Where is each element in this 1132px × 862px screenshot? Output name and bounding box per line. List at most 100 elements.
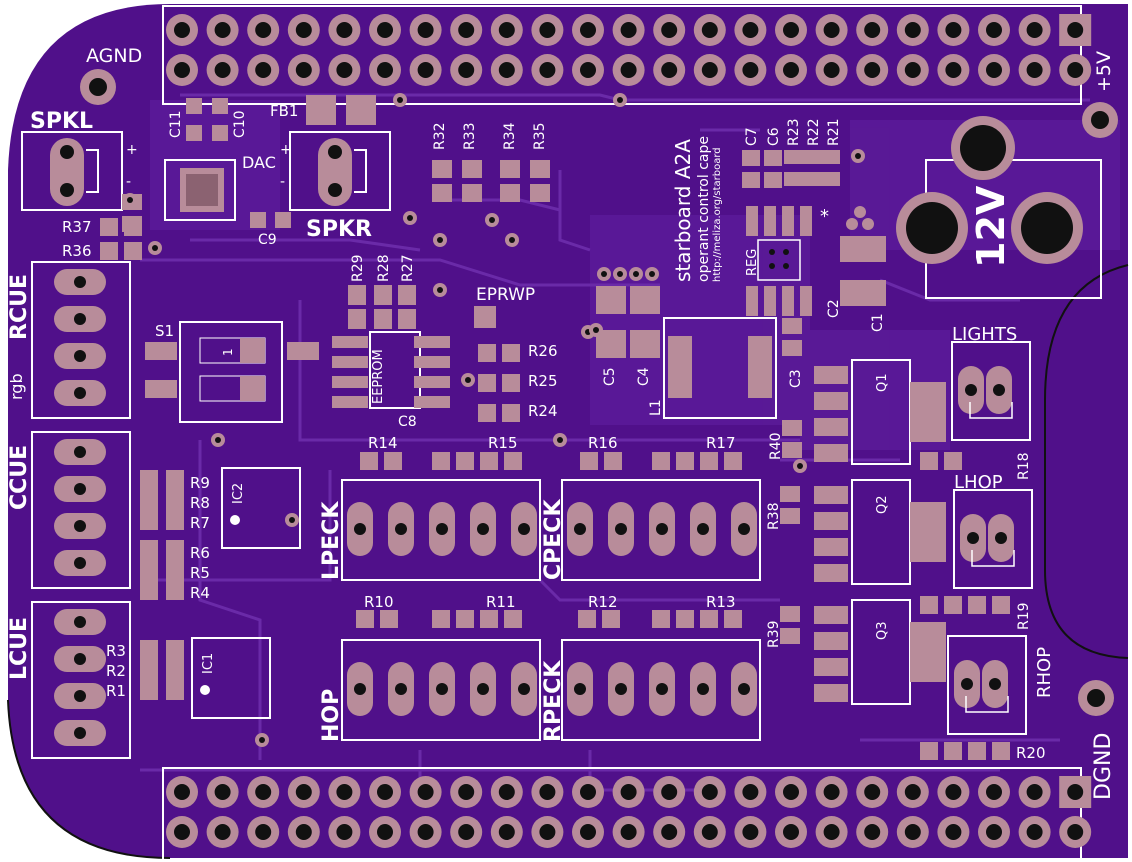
r21-label: R21 [826,118,842,146]
c9-label: C9 [258,232,277,248]
cue-pin-hole [74,446,86,458]
resistor-pad [348,285,366,305]
cpeck-label: CPECK [541,499,566,580]
resistor-pad [504,610,522,628]
r38-label: R38 [766,502,782,530]
header-pin-hole [336,22,353,38]
s1-switch-number: 1 [221,348,235,356]
resistor-pad [480,610,498,628]
resistor-pad [580,452,598,470]
v12-label: 12V [969,185,1013,268]
output-pin-hole [989,678,1001,690]
inductor-l1 [663,317,777,419]
header-pin-hole [539,62,556,78]
r26-label: R26 [528,342,558,360]
resistor-pad [578,610,596,628]
resistor-pad [968,742,986,760]
via-hole [617,97,623,103]
resistor-array-pad [166,640,184,700]
resistor-pad [478,344,496,362]
dgnd-label: DGND [1091,733,1116,800]
board-url: http://meliza.org/starboard [712,147,723,282]
eeprom-chip [332,331,450,409]
header-bottom-outline [162,767,1082,862]
header-pin-hole [580,824,596,840]
rgb-label: rgb [7,373,26,400]
peck-pin-hole [354,523,366,535]
header-pin-hole [377,824,393,840]
header-pin-hole [986,784,1002,800]
header-pin-hole [945,824,962,840]
header-pin-hole [823,784,840,800]
header-pin-hole [174,824,190,840]
resistor-pad [780,486,800,502]
resistor-pad [432,160,452,178]
resistor-pad [782,442,802,458]
cue-connector-outline [31,261,131,419]
peck-pin-hole [477,523,489,535]
output-connector-key [971,550,1015,567]
resistor-pad [374,309,392,329]
resistor-pad [360,452,378,470]
header-pin-hole [1067,824,1084,840]
resistor-pad [502,374,520,392]
c10-label: C10 [232,110,248,138]
resistor-pad [782,318,802,334]
silkscreen-text: AGND +5V DGND 12V SPKL SPKR + - + - RCUE… [7,45,1116,800]
resistor-pad [356,610,374,628]
r18-label: R18 [1016,452,1032,480]
header-pin-hole [458,824,475,840]
header-pin-hole [783,22,799,38]
resistor-pad [944,596,962,614]
resistor-pad [502,404,520,422]
c3-label: C3 [788,369,804,388]
c1-label: C1 [870,313,886,332]
via-hole [127,197,133,203]
board-title: starboard A2A [671,139,695,282]
mosfet-pad [814,632,848,650]
resistor-pad [968,596,986,614]
eprwp-pad [474,306,496,328]
r12-label: R12 [588,593,618,611]
mosfet-pad [814,684,848,702]
peck-pin-hole [615,683,627,695]
header-pin-hole [661,824,678,840]
mosfets [814,359,946,705]
rhop-label: RHOP [1034,647,1055,698]
cue-pin-hole [74,653,86,665]
header-pin-hole [458,62,475,78]
q2-label: Q2 [875,495,890,514]
mosfet-pad [814,486,848,504]
spkl-plus: + [126,142,138,158]
header-pin-hole [945,784,962,800]
header-pin-hole [904,22,921,38]
mosfet-pad [814,512,848,530]
header-pin-hole [255,22,272,38]
header-pin-hole [620,22,637,38]
cue-pin-hole [74,313,86,325]
output-connector-key [969,402,1013,419]
output-pin-hole [961,678,973,690]
resistor-array-pad [166,540,184,600]
resistor-pad [780,508,800,524]
output-connectors [947,341,1033,735]
resistor-pad [462,160,482,178]
header-4pin [597,267,659,281]
peck-connector-outline [561,639,761,741]
cue-pin-hole [74,616,86,628]
cue-connectors [31,261,131,759]
r29-label: R29 [350,254,366,282]
cue-connector-outline [31,601,131,759]
r33-label: R33 [462,122,478,150]
via-hole [593,327,599,333]
cue-pin-hole [74,690,86,702]
peck-connector-outline [341,479,541,581]
header-pin-hole [945,22,962,38]
header-pin-hole [377,62,393,78]
resistor-pad [604,452,622,470]
header-pin-hole [620,62,637,78]
header-pin-hole [823,22,840,38]
r34-label: R34 [502,122,518,150]
peck-pin-hole [738,683,750,695]
